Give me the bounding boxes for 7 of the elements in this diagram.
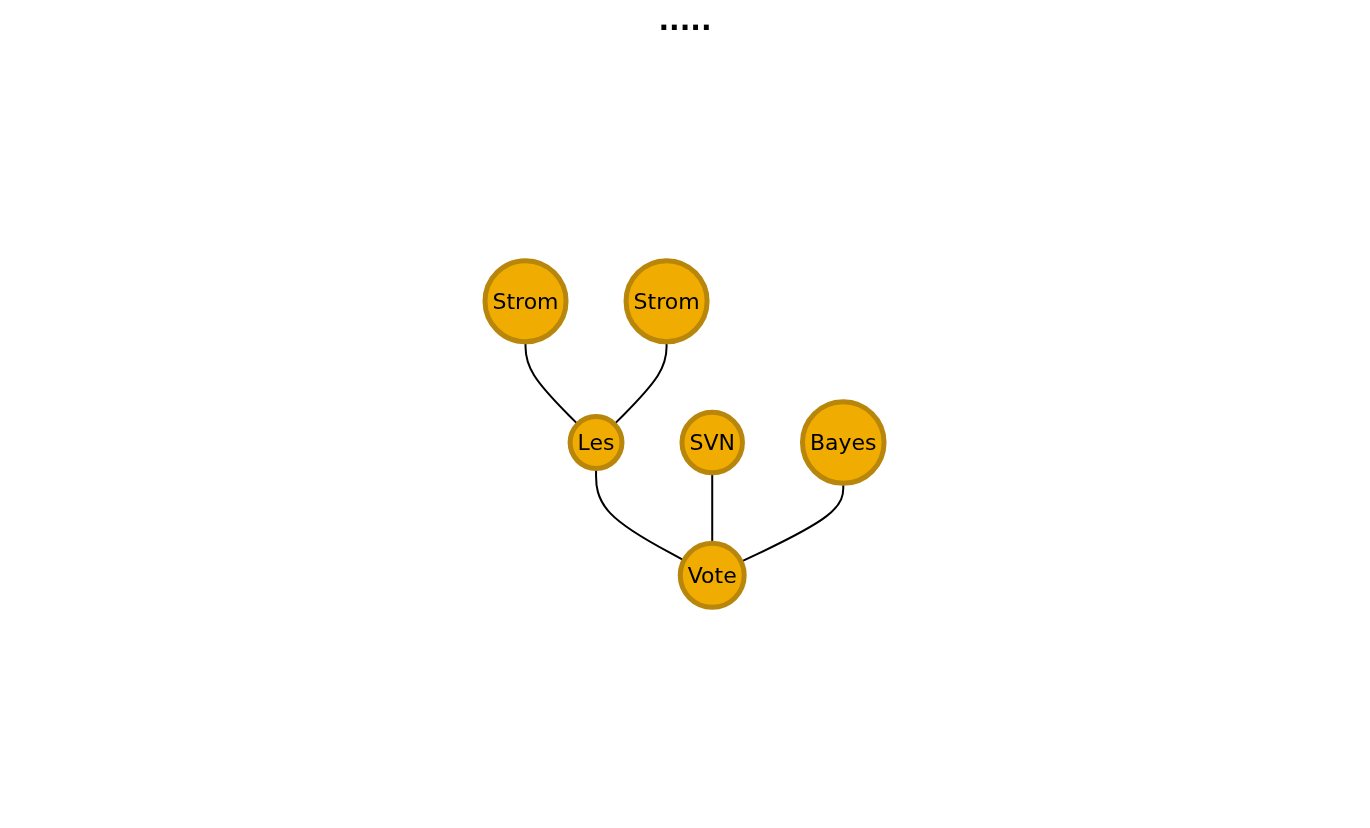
node-circle: Bayes <box>800 399 888 486</box>
node-circle: Vote <box>678 540 748 610</box>
ellipsis-label: ..... <box>658 3 712 37</box>
node-circle: Strom <box>624 258 711 345</box>
node-circle: SVN <box>679 409 746 476</box>
node-circle: Strom <box>482 258 569 345</box>
node-circle: Les <box>568 414 625 471</box>
